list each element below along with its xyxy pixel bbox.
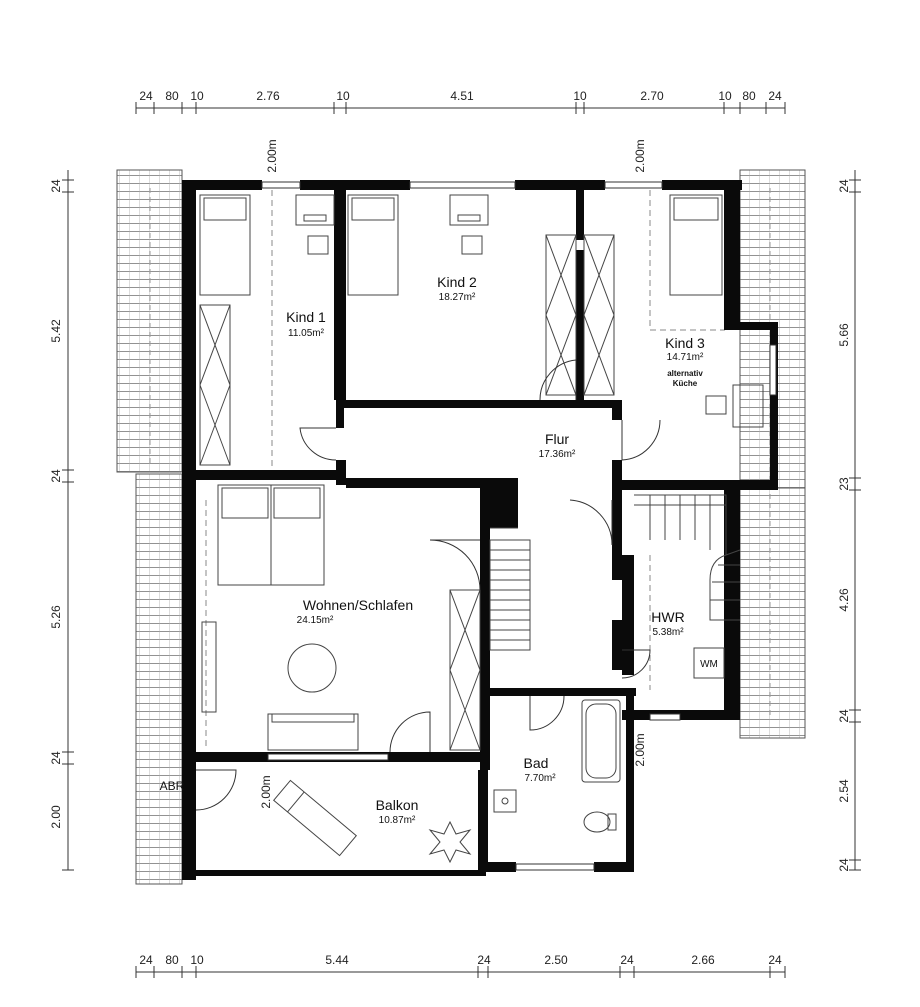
room-kind2-name: Kind 2 [437,274,477,290]
dim-bottom-6: 2.50 [544,953,568,967]
dim-top-9: 10 [718,89,732,103]
dim-left-4: 5.26 [49,605,63,629]
dim-bottom-7: 24 [620,953,634,967]
wm-label: WM [700,659,718,670]
dimensions-right: 24 5.66 23 4.26 24 2.54 24 [837,179,851,872]
dim-right-4: 4.26 [837,588,851,612]
room-labels: Kind 1 11.05m² Kind 2 18.27m² Kind 3 14.… [160,274,718,826]
dim-top-7: 10 [573,89,587,103]
dim-bottom-2: 80 [165,953,179,967]
dimensions-left: 24 5.42 24 5.26 24 2.00 [49,179,63,829]
room-wohnen-area: 24.15m² [297,615,334,626]
room-flur-name: Flur [545,431,569,447]
room-balkon-name: Balkon [376,797,419,813]
room-bad-area: 7.70m² [524,773,556,784]
roof-right-lower [739,487,806,739]
room-kind2-area: 18.27m² [439,292,476,303]
dim-top-2: 80 [165,89,179,103]
dimensions-bottom: 24 80 10 5.44 24 2.50 24 2.66 24 [139,953,782,967]
dim-right-1: 24 [837,179,851,193]
window-height-bad: 2.00m [633,733,647,766]
windows [261,181,777,871]
roof-left-upper [116,169,183,473]
dim-bottom-3: 10 [190,953,204,967]
dim-top-4: 2.76 [256,89,280,103]
dim-top-8: 2.70 [640,89,664,103]
room-hwr-area: 5.38m² [652,627,684,638]
dim-right-5: 24 [837,709,851,723]
doors [195,359,661,811]
room-bad-name: Bad [524,755,549,771]
window-height-kind3: 2.00m [633,139,647,172]
window-height-labels: 2.00m 2.00m 2.00m 2.00m [259,139,647,808]
dim-left-5: 24 [49,751,63,765]
room-kind3-name: Kind 3 [665,335,705,351]
dim-left-2: 5.42 [49,319,63,343]
dim-bottom-5: 24 [477,953,491,967]
window-height-kind1: 2.00m [265,139,279,172]
dashed-lines [205,190,725,750]
dim-right-2: 5.66 [837,323,851,347]
room-balkon-area: 10.87m² [379,815,416,826]
room-kind3-note2: Küche [673,379,698,388]
dim-left-6: 2.00 [49,805,63,829]
dimensions-top: 24 80 10 2.76 10 4.51 10 2.70 10 80 24 [139,89,782,103]
dimension-lines [62,102,861,978]
dim-bottom-1: 24 [139,953,153,967]
dim-bottom-8: 2.66 [691,953,715,967]
room-kind1-area: 11.05m² [288,328,325,339]
dim-left-1: 24 [49,179,63,193]
room-wohnen-name: Wohnen/Schlafen [303,597,413,613]
dim-top-11: 24 [768,89,782,103]
dim-bottom-9: 24 [768,953,782,967]
room-kind1-name: Kind 1 [286,309,326,325]
dim-left-3: 24 [49,469,63,483]
window-height-balkon: 2.00m [259,775,273,808]
dim-top-1: 24 [139,89,153,103]
dim-top-6: 4.51 [450,89,474,103]
dim-top-5: 10 [336,89,350,103]
room-flur-area: 17.36m² [539,449,576,460]
room-kind3-area: 14.71m² [667,352,704,363]
room-kind3-note1: alternativ [667,369,703,378]
dim-top-3: 10 [190,89,204,103]
abr-label: ABR [160,779,185,793]
dim-top-10: 80 [742,89,756,103]
dim-right-3: 23 [837,477,851,491]
dim-right-6: 2.54 [837,779,851,803]
roof-left-lower [135,473,183,885]
dim-right-7: 24 [837,858,851,872]
room-hwr-name: HWR [651,609,684,625]
furniture [199,194,764,864]
dim-bottom-4: 5.44 [325,953,349,967]
